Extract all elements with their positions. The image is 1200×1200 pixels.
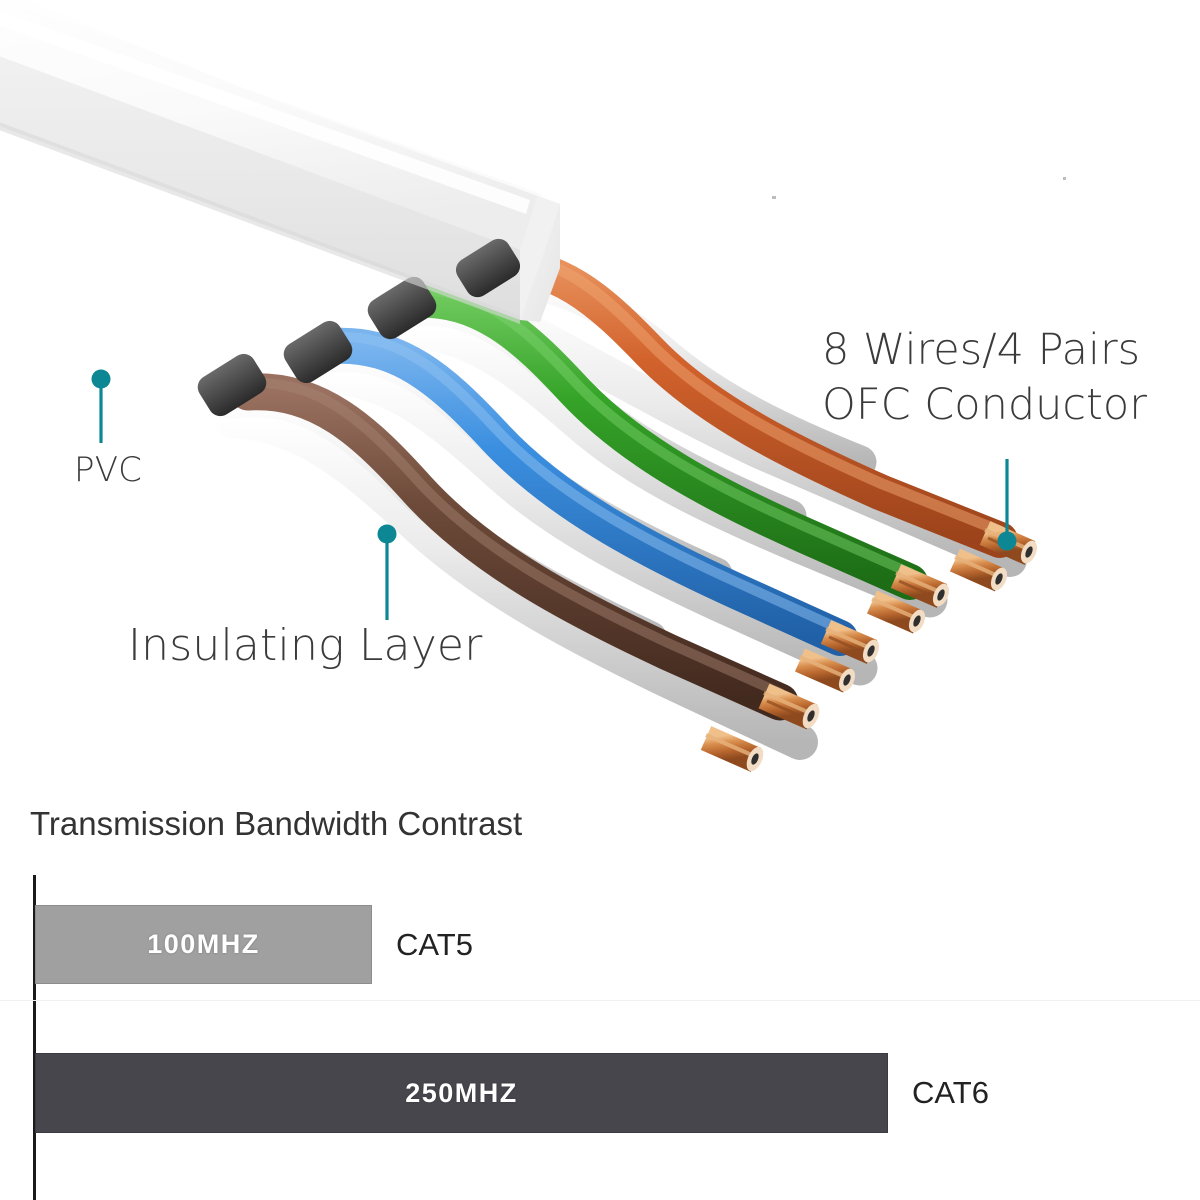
wire-pair-blue <box>300 327 880 693</box>
image-artifact-speck <box>772 196 776 199</box>
chart-y-axis <box>33 875 36 1200</box>
callout-label-wires-pairs-line1: 8 Wires/4 Pairs <box>822 325 1141 375</box>
callout-label-pvc: PVC <box>74 450 143 490</box>
callout-pin-ofc-conductor <box>997 459 1017 551</box>
callout-pin-insulating-layer <box>377 524 397 620</box>
callout-label-insulating-layer: Insulating Layer <box>128 620 483 671</box>
wire-pair-green <box>382 281 950 634</box>
copper-conductor-blue <box>820 620 880 664</box>
copper-conductor-brown <box>758 683 820 730</box>
callout-label-wires-pairs-ofc: 8 Wires/4 Pairs OFC Conductor <box>822 323 1147 433</box>
chart-bar-value-cat5: 100MHZ <box>147 929 260 959</box>
jacket-channel-openings <box>197 238 521 417</box>
image-artifact-speck <box>1063 177 1066 180</box>
chart-title: Transmission Bandwidth Contrast <box>30 805 523 842</box>
copper-conductor-brown-white <box>700 726 764 772</box>
pvc-jacket <box>0 0 560 417</box>
chart-bar-cat6: 250MHZ <box>35 1053 888 1133</box>
chart-bar-value-cat6: 250MHZ <box>405 1077 518 1108</box>
chart-bar-row-cat5: 100MHZ CAT5 <box>35 905 473 984</box>
wire-pair-brown <box>214 373 820 772</box>
callout-pin-pvc <box>91 369 111 443</box>
copper-conductor-orange-white <box>949 548 1008 592</box>
copper-conductor-green <box>890 564 950 608</box>
chart-bar-row-cat6: 250MHZ CAT6 <box>35 1053 989 1133</box>
chart-bar-category-cat5: CAT5 <box>396 926 473 962</box>
copper-conductor-green-white <box>867 590 926 634</box>
chart-bar-cat5: 100MHZ <box>35 905 372 984</box>
chart-gridline <box>0 1000 1200 1001</box>
copper-conductor-blue-white <box>794 648 856 693</box>
callout-label-ofc-conductor-line2: OFC Conductor <box>822 380 1147 431</box>
chart-bar-category-cat6: CAT6 <box>912 1075 989 1110</box>
bandwidth-comparison-chart: Transmission Bandwidth Contrast 100MHZ C… <box>0 795 1200 1200</box>
ethernet-cable-illustration <box>0 0 1038 772</box>
chart-plot-area: 100MHZ CAT5 250MHZ CAT6 <box>0 870 1200 1200</box>
